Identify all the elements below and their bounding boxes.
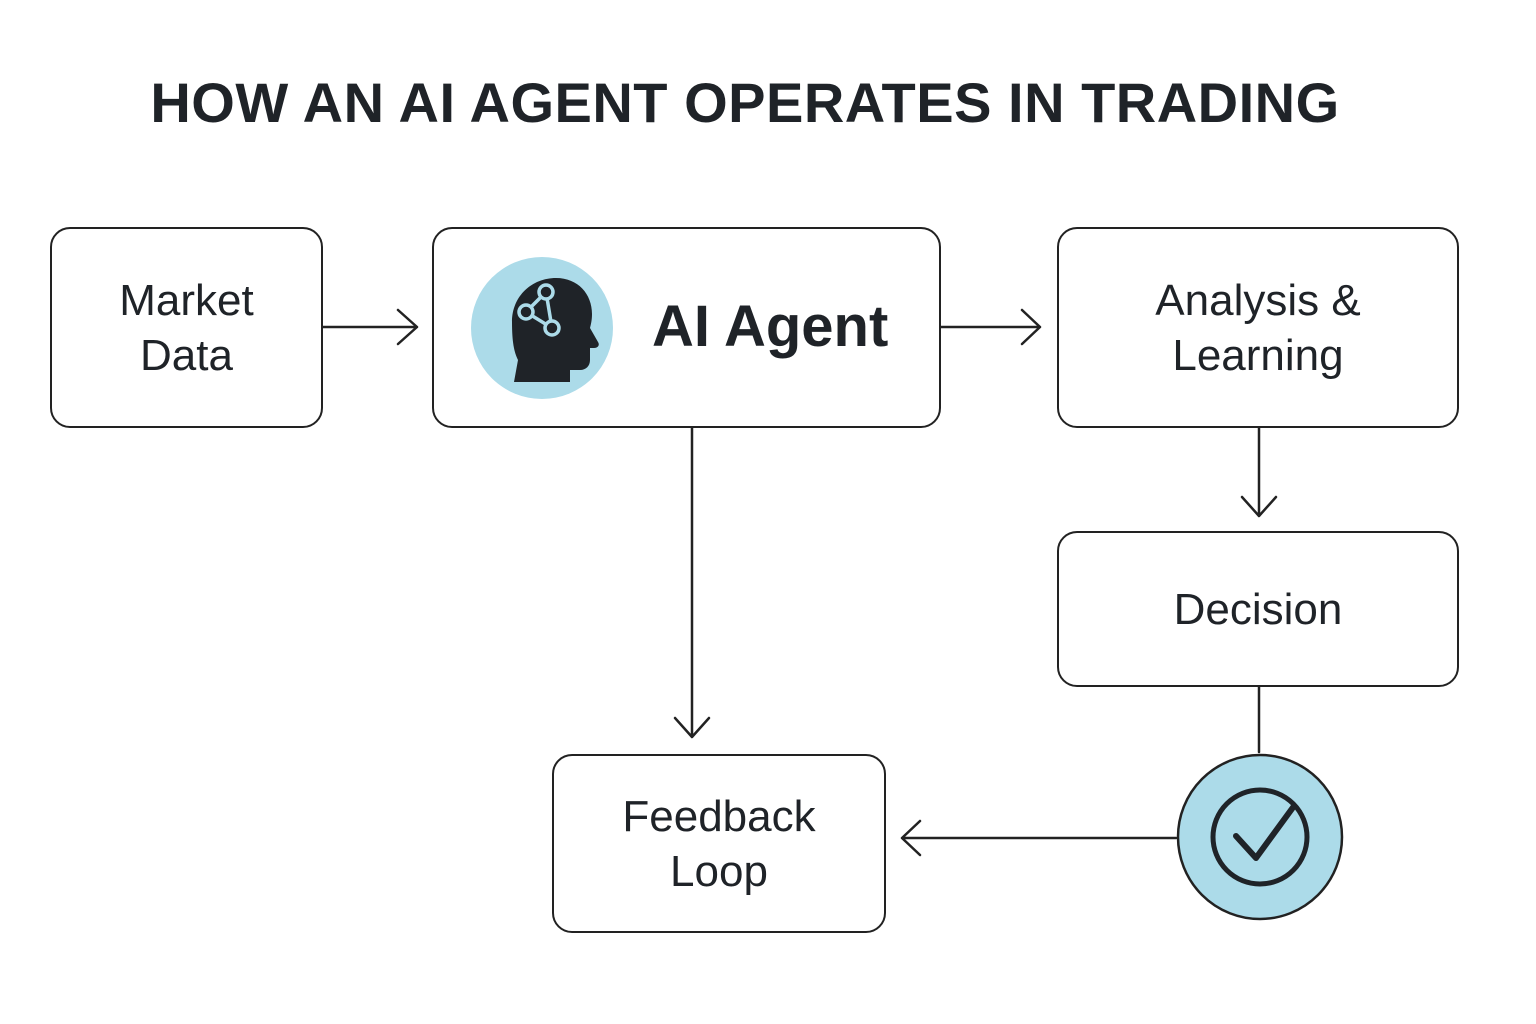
market-data-line2: Data bbox=[140, 330, 233, 380]
analysis-line2: Learning bbox=[1172, 330, 1344, 380]
arrow-market-to-agent bbox=[321, 308, 419, 346]
arrow-agent-to-analysis bbox=[939, 308, 1042, 346]
analysis-line1: Analysis & bbox=[1155, 275, 1361, 325]
market-data-line1: Market bbox=[119, 275, 254, 325]
node-decision: Decision bbox=[1057, 531, 1459, 687]
feedback-line2: Loop bbox=[670, 846, 768, 896]
node-analysis-learning: Analysis & Learning bbox=[1057, 227, 1459, 428]
diagram-title: HOW AN AI AGENT OPERATES IN TRADING bbox=[150, 71, 1340, 134]
decision-label: Decision bbox=[1173, 584, 1343, 634]
node-market-data: Market Data bbox=[50, 227, 323, 428]
node-ai-agent: AI Agent bbox=[432, 227, 941, 428]
node-feedback-loop: Feedback Loop bbox=[552, 754, 886, 933]
ai-agent-label: AI Agent bbox=[652, 294, 889, 360]
ai-head-icon bbox=[470, 256, 614, 400]
feedback-line1: Feedback bbox=[622, 791, 816, 841]
arrow-analysis-to-decision bbox=[1240, 426, 1278, 518]
checkmark-icon bbox=[1176, 752, 1344, 922]
arrow-check-to-feedback bbox=[900, 819, 1178, 857]
arrow-agent-to-feedback bbox=[673, 426, 711, 739]
